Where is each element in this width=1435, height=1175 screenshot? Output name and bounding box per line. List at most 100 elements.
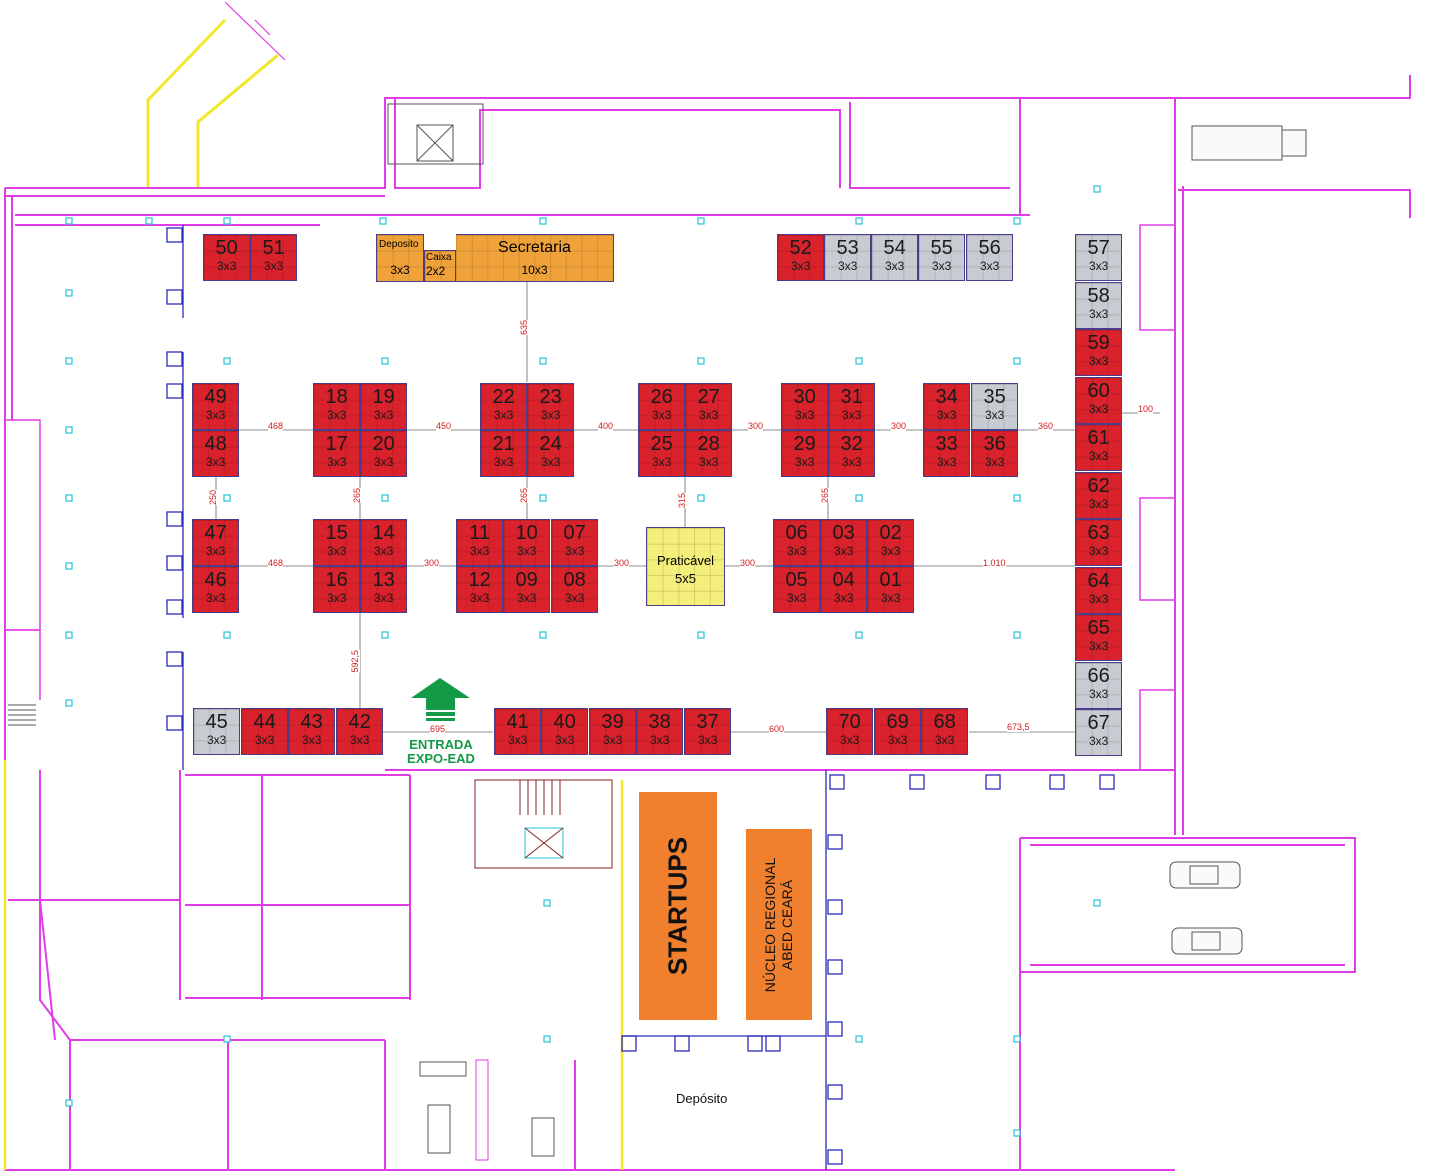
deposito-area[interactable]: Deposito 3x3: [376, 234, 424, 282]
booth-number: 33: [935, 433, 958, 455]
booth-size: 3x3: [516, 544, 537, 558]
booth-size: 3x3: [984, 408, 1005, 422]
booth-size: 3x3: [373, 544, 394, 558]
booth-number: 27: [697, 386, 720, 408]
restroom: [419, 1059, 555, 1161]
booth-size: 3x3: [373, 455, 394, 469]
booth-size: 3x3: [979, 259, 1000, 273]
nucleo-regional-zone[interactable]: NÚCLEO REGIONAL ABED CEARÁ: [746, 829, 812, 1020]
up-arrow-icon[interactable]: [411, 678, 470, 721]
booth-number: 13: [372, 569, 395, 591]
booth-number: 34: [935, 386, 958, 408]
booth-size: 3x3: [216, 259, 237, 273]
entrance-line2: EXPO-EAD: [407, 751, 475, 766]
booth-number: 66: [1087, 665, 1110, 687]
booth-size: 3x3: [326, 544, 347, 558]
dimension-label: 300: [424, 558, 440, 568]
dimension-label: 265: [352, 488, 362, 504]
nucleo-label: NÚCLEO REGIONAL ABED CEARÁ: [762, 857, 796, 992]
car-icon: [1171, 927, 1243, 955]
secretaria-area[interactable]: Secretaria 10x3: [456, 234, 614, 282]
booth-size: 3x3: [833, 544, 854, 558]
booth-number: 62: [1087, 475, 1110, 497]
booth-number: 22: [492, 386, 515, 408]
entrance-label[interactable]: ENTRADA EXPO-EAD: [398, 738, 484, 766]
startups-zone[interactable]: STARTUPS: [639, 792, 717, 1020]
booth-number: 20: [372, 433, 395, 455]
stage-praticavel[interactable]: Praticável 5x5: [646, 527, 725, 606]
caixa-area[interactable]: Caixa 2x2: [424, 250, 456, 282]
